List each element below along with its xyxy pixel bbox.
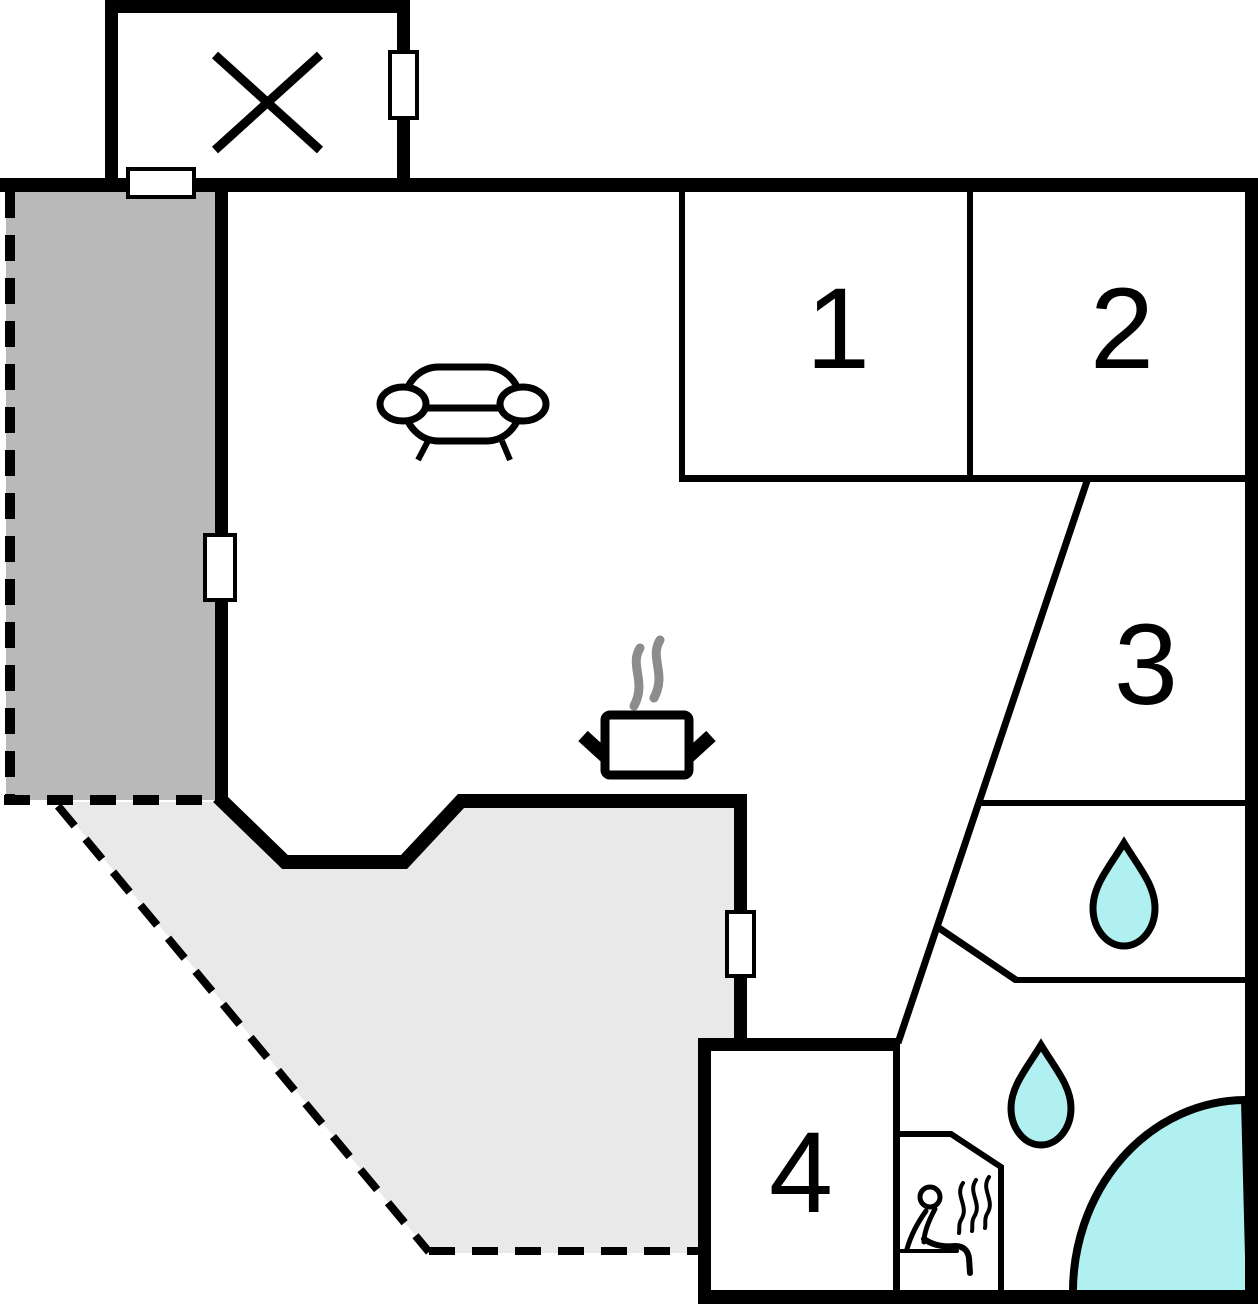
wall-annex-left — [105, 0, 118, 192]
wall-right — [1245, 178, 1258, 1304]
dark-terrace — [6, 192, 215, 800]
wall-notch — [213, 791, 747, 869]
sauna-steam-3 — [983, 1175, 992, 1230]
room-1-label: 1 — [806, 265, 870, 393]
wall-diagonal-small — [934, 923, 1018, 983]
sofa-armrest-right — [496, 383, 550, 425]
shower-water-drop-icon — [1089, 836, 1159, 950]
door-annex-right — [388, 50, 419, 120]
sofa-icon — [376, 363, 550, 462]
sofa-armrest-left — [376, 383, 430, 425]
sofa-leg-left — [415, 439, 431, 462]
room-labels: 1 2 3 4 — [769, 265, 1178, 1237]
room-3-label: 3 — [1114, 601, 1178, 729]
wall-shower-top — [979, 800, 1245, 806]
wall-room1-left — [679, 192, 685, 481]
hot-tub-icon — [1068, 1095, 1255, 1300]
door-livingroom-left — [203, 533, 237, 602]
crossed-area-icon — [211, 51, 324, 154]
wall-annex-top — [105, 0, 410, 13]
door-top-wall — [126, 167, 196, 199]
wall-shower-bottom — [1014, 977, 1245, 983]
room-4-label: 4 — [769, 1109, 833, 1237]
sauna-steam-2 — [970, 1178, 979, 1233]
sauna-person-leg — [921, 1236, 973, 1276]
wall-top — [0, 178, 1258, 192]
pot-body — [600, 710, 694, 780]
wall-bottom — [698, 1290, 1258, 1304]
light-terrace — [57, 802, 741, 1253]
cooking-pot-icon — [578, 635, 716, 780]
wall-rooms-bottom — [679, 475, 1245, 482]
bathroom-water-drop-icon — [1007, 1038, 1075, 1149]
pot-steam-right — [649, 635, 665, 703]
cross-line-2 — [211, 51, 324, 154]
wall-sauna-outline — [896, 1131, 1004, 1291]
pot-steam-left — [629, 643, 645, 711]
wall-livingroom-left — [215, 192, 228, 802]
wall-sauna-left — [893, 1043, 900, 1291]
wall-room4-top — [698, 1038, 898, 1051]
sauna-icon — [899, 1175, 992, 1276]
terrace-dashed-edges — [4, 192, 701, 1255]
wall-room1-room2-divider — [967, 192, 973, 481]
wall-room4-left — [698, 1038, 711, 1304]
sofa-leg-right — [499, 439, 513, 462]
sauna-steam-1 — [957, 1181, 966, 1235]
room-2-label: 2 — [1090, 265, 1154, 393]
doors — [126, 50, 756, 978]
light-terrace-diagonal-dashed-edge — [54, 803, 433, 1255]
sauna-person-arm — [904, 1208, 929, 1252]
walls-angled — [213, 479, 1091, 1291]
wall-diagonal-main — [894, 479, 1091, 1045]
door-hall — [725, 910, 756, 978]
sauna-person-head — [917, 1184, 943, 1210]
